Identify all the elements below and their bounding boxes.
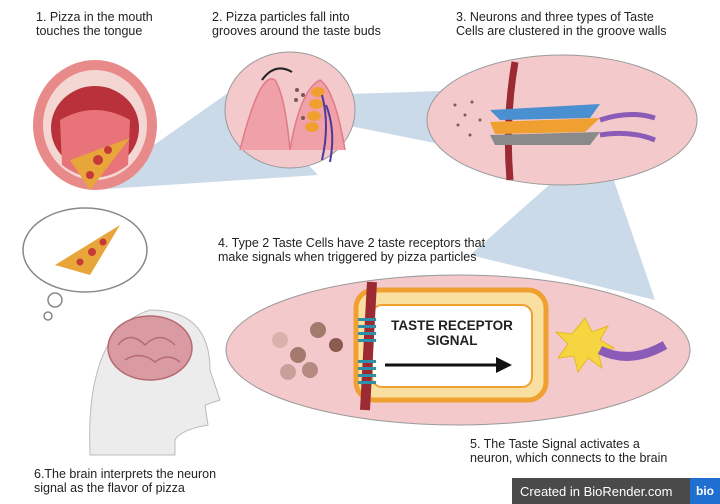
pizza-slice-icon bbox=[55, 225, 120, 275]
signal-arrow-icon bbox=[496, 357, 512, 373]
neuron bbox=[597, 341, 668, 361]
step-4-label: 4. Type 2 Taste Cells have 2 taste recep… bbox=[218, 236, 486, 264]
head-silhouette bbox=[89, 309, 221, 456]
taste-groove-illustration bbox=[224, 51, 356, 169]
brain-icon bbox=[107, 315, 193, 381]
step-1-label: 1. Pizza in the mouth touches the tongue bbox=[36, 10, 153, 38]
biorender-logo-icon: bio bbox=[690, 478, 720, 504]
zoom-beam-mouth bbox=[90, 88, 318, 190]
receptor-protein bbox=[358, 318, 376, 384]
taste-receptor-signal-label: TASTE RECEPTOR SIGNAL bbox=[391, 318, 513, 348]
mouth-illustration bbox=[33, 60, 157, 190]
step-3-label: 3. Neurons and three types of Taste Cell… bbox=[456, 10, 667, 38]
cell-cluster-illustration bbox=[426, 54, 698, 186]
signal-burst-icon bbox=[554, 317, 616, 374]
receptor-closeup bbox=[225, 274, 691, 426]
step-5-label: 5. The Taste Signal activates a neuron, … bbox=[470, 437, 668, 465]
attribution-text: Created in BioRender.com bbox=[520, 483, 673, 499]
step-6-label: 6.The brain interprets the neuron signal… bbox=[34, 467, 217, 495]
biorender-attribution[interactable]: Created in BioRender.com bio bbox=[512, 478, 720, 504]
step-2-label: 2. Pizza particles fall into grooves aro… bbox=[212, 10, 381, 38]
thought-bubble bbox=[22, 207, 148, 321]
arrow-icon bbox=[261, 67, 293, 81]
